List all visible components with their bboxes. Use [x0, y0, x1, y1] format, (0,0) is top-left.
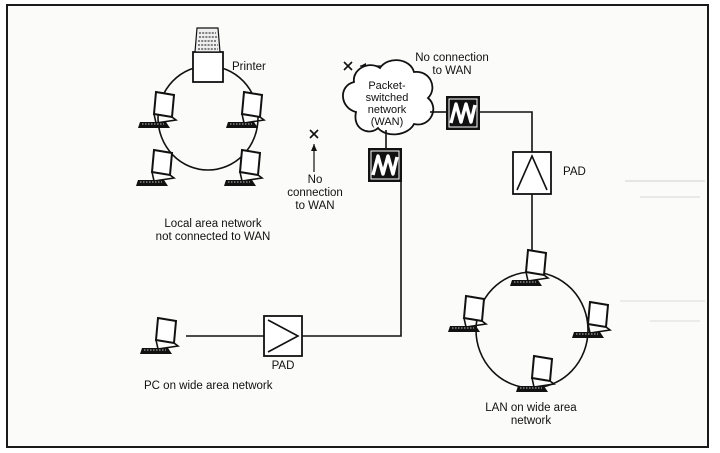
label-line: connection — [287, 187, 343, 199]
label-line: Local area network — [164, 218, 262, 230]
pc-caption: PC on wide area network — [144, 380, 273, 392]
label-line: Packet- — [368, 80, 406, 92]
computer-terminal-icon — [139, 317, 179, 355]
network-links — [186, 111, 533, 337]
label-line: to WAN — [295, 200, 335, 212]
arrow-up-icon — [311, 144, 317, 172]
computer-terminal-icon — [135, 149, 175, 187]
x-mark-icon — [309, 129, 319, 139]
pad-right-label: PAD — [563, 166, 586, 178]
scan-noise — [650, 320, 700, 322]
scan-noise — [620, 300, 705, 302]
computer-terminal-icon — [571, 301, 611, 339]
computer-terminal-icon — [137, 91, 177, 129]
printer-icon — [192, 27, 224, 83]
label-line: switched — [365, 92, 409, 104]
x-mark-icon — [343, 61, 353, 71]
label-line: No — [307, 174, 323, 186]
pad-triangle-icon — [512, 151, 552, 195]
no-connection-mid-label: No connection to WAN — [280, 174, 350, 213]
computer-terminal-icon — [509, 249, 549, 287]
printer-label: Printer — [232, 61, 266, 73]
lan-right-caption: LAN on wide area network — [466, 402, 596, 428]
label-line: to WAN — [432, 65, 472, 77]
modem-zigzag-icon — [444, 94, 482, 132]
label-line: LAN on wide area — [485, 402, 577, 414]
computer-terminal-icon — [447, 295, 487, 333]
lan-on-wan — [447, 249, 611, 393]
pad-left-label: PAD — [271, 360, 295, 372]
scan-noise — [625, 180, 705, 182]
label-line: No connection — [415, 52, 489, 64]
label-line: (WAN) — [370, 116, 404, 128]
lan-left-caption: Local area network not connected to WAN — [138, 218, 288, 244]
cloud-icon — [342, 59, 435, 136]
label-line: network — [510, 415, 552, 427]
label-line: network — [367, 104, 407, 116]
scan-noise — [640, 196, 700, 198]
no-connection-top-label: No connection to WAN — [402, 52, 502, 78]
computer-terminal-icon — [223, 149, 263, 187]
cloud-label: Packet- switched network (WAN) — [352, 80, 422, 128]
label-line: not connected to WAN — [155, 231, 271, 243]
computer-terminal-icon — [515, 355, 555, 393]
lan-not-connected — [135, 27, 265, 187]
modem-zigzag-icon — [366, 146, 404, 184]
pad-triangle-icon — [263, 315, 303, 357]
